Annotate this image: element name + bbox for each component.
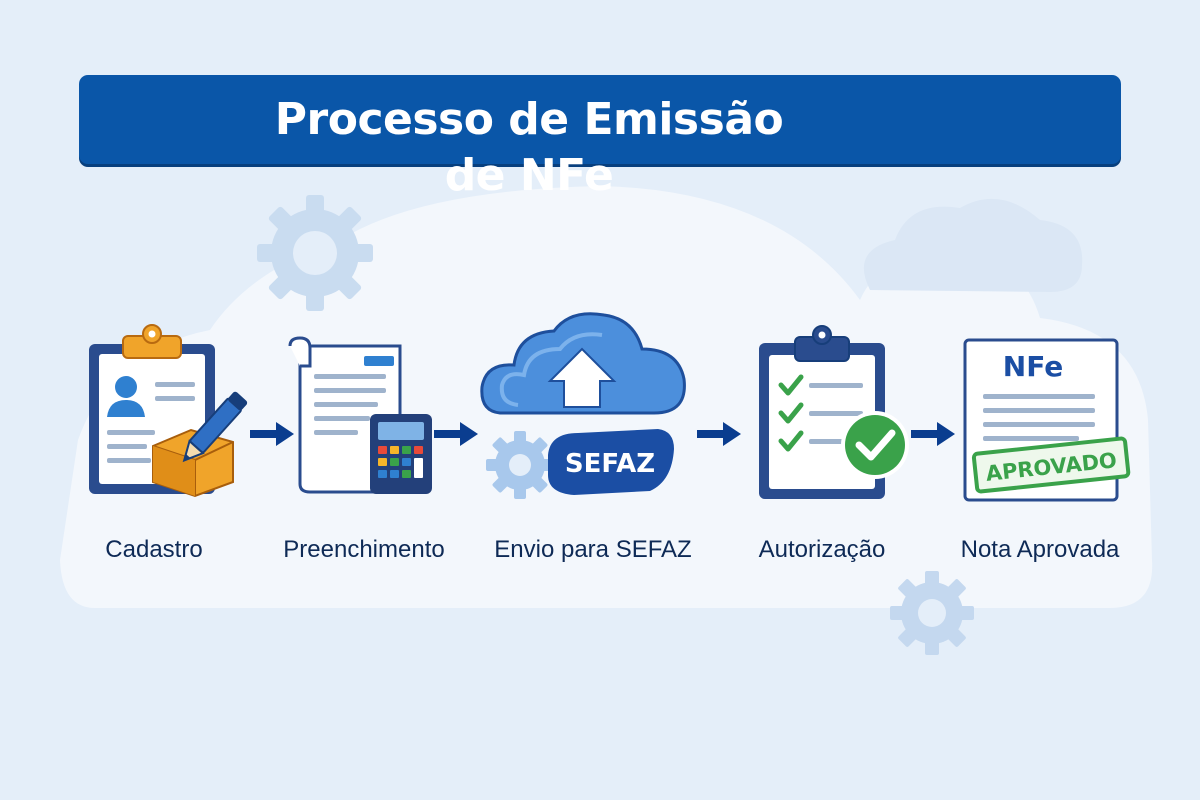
arrow-right-icon (911, 422, 955, 446)
gear-top-left-icon (257, 195, 373, 311)
approved-document-icon: NFe APROVADO (963, 338, 1131, 502)
step-label-nota-aprovada: Nota Aprovada (960, 536, 1120, 563)
checklist-clipboard-icon (759, 325, 909, 499)
sefaz-badge (548, 429, 674, 495)
background-small-cloud (863, 198, 1083, 292)
sefaz-badge-label: SEFAZ (565, 449, 655, 479)
arrow-right-icon (697, 422, 741, 446)
clipboard-user-icon (89, 324, 248, 498)
gear-small-icon (486, 431, 554, 499)
cloud-upload-icon: SEFAZ (480, 312, 686, 499)
approved-stamp: APROVADO (971, 436, 1131, 494)
page-title: Processo de Emissão de NFe (274, 94, 784, 201)
calculator-icon (370, 414, 432, 494)
package-box-icon (152, 428, 234, 498)
title-bar: Processo de Emissão de NFe (79, 75, 1121, 201)
arrow-right-icon (250, 422, 294, 446)
arrow-right-icon (434, 422, 478, 446)
document-title: NFe (1003, 350, 1063, 383)
step-label-preenchimento: Preenchimento (283, 536, 445, 563)
approved-check-circle-icon (841, 411, 909, 479)
step-label-autorizacao: Autorização (758, 536, 886, 563)
pencil-icon (182, 391, 248, 463)
document-calculator-icon (288, 336, 432, 494)
step-label-cadastro: Cadastro (105, 536, 203, 563)
gear-bottom-right-icon (890, 571, 974, 655)
step-label-envio-sefaz: Envio para SEFAZ (494, 536, 692, 563)
